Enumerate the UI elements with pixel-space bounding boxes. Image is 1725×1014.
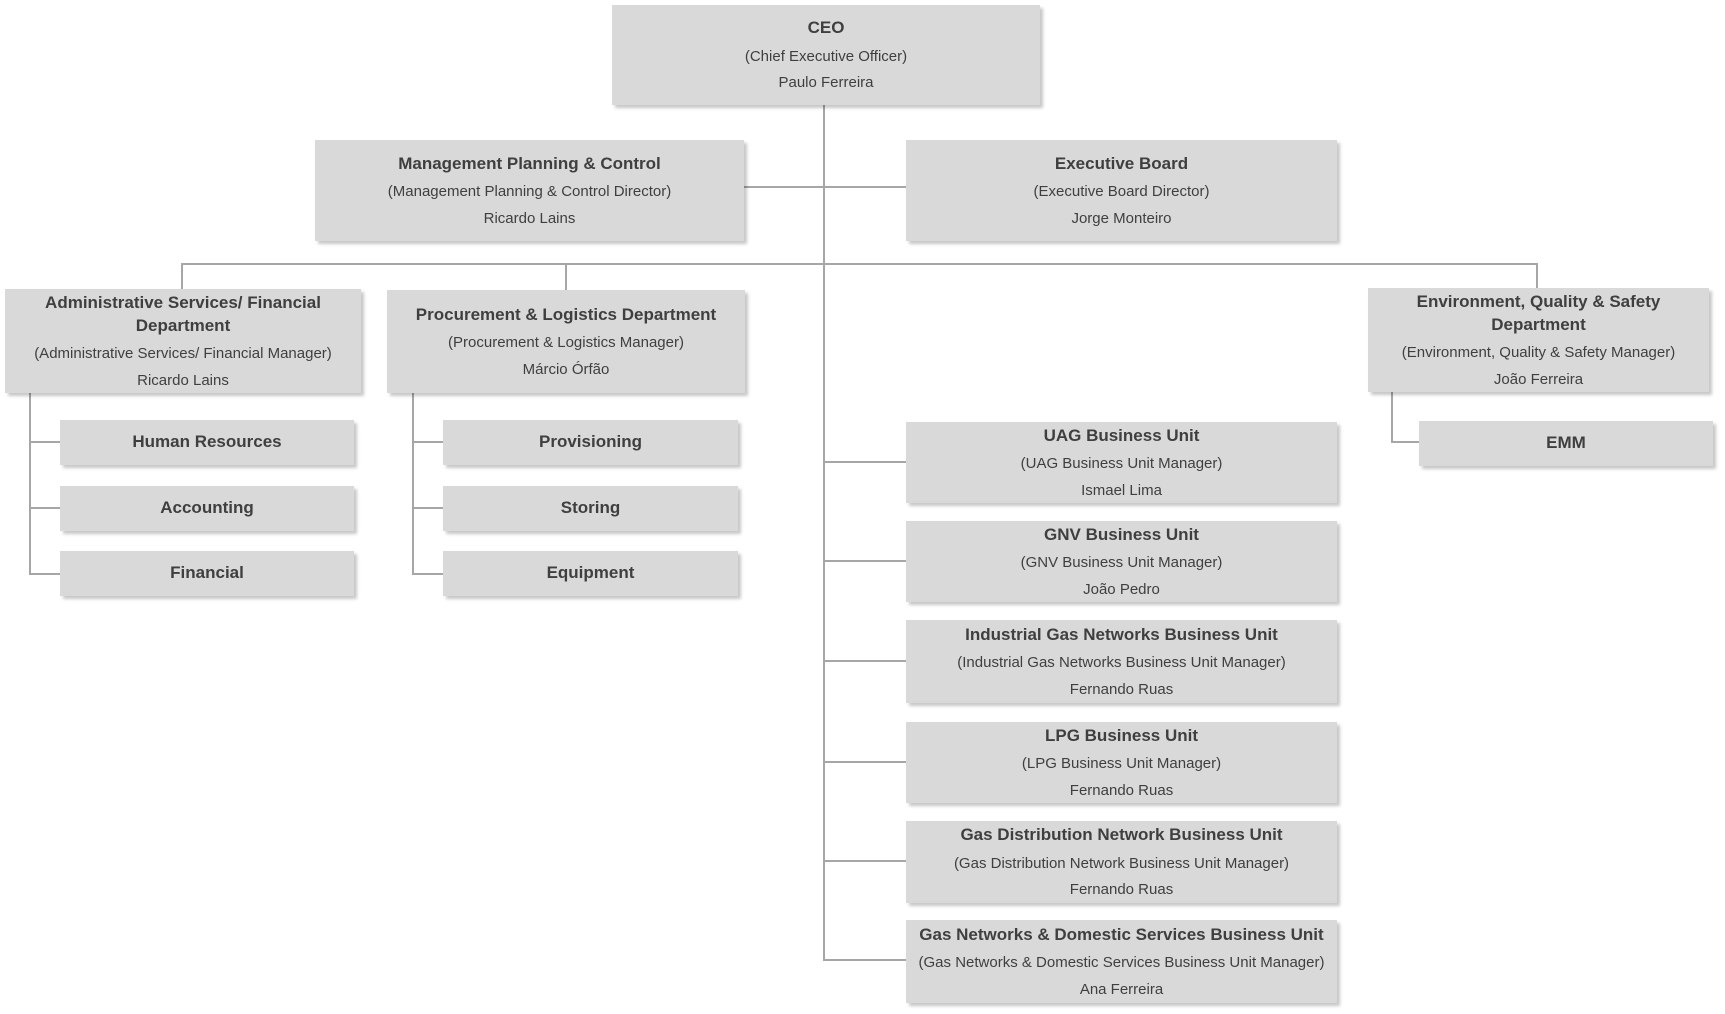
node-person: João Ferreira xyxy=(1493,370,1584,388)
node-title: Human Resources xyxy=(132,432,282,452)
node-role: (Industrial Gas Networks Business Unit M… xyxy=(957,654,1286,672)
node-title: Financial xyxy=(170,563,244,583)
node-person: Fernando Ruas xyxy=(1069,881,1174,899)
org-node-human-resources: Human Resources xyxy=(60,420,354,465)
node-role: (Gas Networks & Domestic Services Busine… xyxy=(918,954,1325,972)
org-node-financial: Financial xyxy=(60,551,354,596)
connector-drop-admin xyxy=(181,263,183,289)
connector-stub-gas-distribution xyxy=(824,860,906,862)
connector-stub-lpg xyxy=(824,761,906,763)
connector-stub-accounting xyxy=(29,507,60,509)
org-node-executive-board: Executive Board (Executive Board Directo… xyxy=(906,140,1337,241)
node-title: EMM xyxy=(1546,433,1586,453)
node-person: Jorge Monteiro xyxy=(1071,209,1172,227)
connector-departments-rail xyxy=(181,263,1538,265)
connector-stub-gnv xyxy=(824,560,906,562)
org-node-environment-quality-safety-department: Environment, Quality & Safety Department… xyxy=(1368,288,1709,392)
org-node-emm: EMM xyxy=(1419,421,1713,466)
org-node-ceo: CEO (Chief Executive Officer) Paulo Ferr… xyxy=(612,5,1040,105)
org-node-provisioning: Provisioning xyxy=(443,420,738,465)
node-title: CEO xyxy=(807,18,845,38)
node-person: Ana Ferreira xyxy=(1079,980,1164,998)
node-role: (Management Planning & Control Director) xyxy=(387,183,672,201)
node-role: (Gas Distribution Network Business Unit … xyxy=(953,854,1290,872)
node-person: Fernando Ruas xyxy=(1069,781,1174,799)
node-title: Procurement & Logistics Department xyxy=(415,304,717,324)
org-node-gnv-business-unit: GNV Business Unit (GNV Business Unit Man… xyxy=(906,521,1337,602)
node-title: Industrial Gas Networks Business Unit xyxy=(965,624,1278,644)
node-role: (Administrative Services/ Financial Mana… xyxy=(34,345,332,363)
node-person: Ricardo Lains xyxy=(483,209,576,227)
connector-directors-rail xyxy=(744,186,906,188)
node-person: Márcio Órfão xyxy=(522,360,610,378)
connector-stub-equipment xyxy=(412,573,443,575)
node-title: Gas Distribution Network Business Unit xyxy=(960,825,1283,845)
node-title: Gas Networks & Domestic Services Busines… xyxy=(919,924,1324,944)
connector-stub-uag xyxy=(824,461,906,463)
connector-drop-procurement xyxy=(565,263,567,290)
org-node-industrial-gas-networks-business-unit: Industrial Gas Networks Business Unit (I… xyxy=(906,620,1337,703)
node-title: Administrative Services/ Financial Depar… xyxy=(45,292,321,335)
connector-stub-emm xyxy=(1391,441,1419,443)
node-title: Storing xyxy=(560,498,621,518)
connector-stub-provisioning xyxy=(412,441,443,443)
node-role: (Executive Board Director) xyxy=(1033,183,1210,201)
node-person: Paulo Ferreira xyxy=(778,74,874,92)
node-role: (Environment, Quality & Safety Manager) xyxy=(1401,344,1676,362)
connector-drop-environment xyxy=(1536,263,1538,288)
node-person: Fernando Ruas xyxy=(1069,680,1174,698)
connector-ceo-spine xyxy=(823,105,825,961)
connector-stub-gas-networks-domestic xyxy=(824,959,906,961)
node-title: Equipment xyxy=(546,563,635,583)
node-person: Ismael Lima xyxy=(1081,481,1162,499)
connector-stub-storing xyxy=(412,507,443,509)
node-title: Executive Board xyxy=(1054,153,1189,173)
node-title: Environment, Quality & Safety Department xyxy=(1416,291,1661,334)
org-node-gas-networks-domestic-services-business-unit: Gas Networks & Domestic Services Busines… xyxy=(906,920,1337,1003)
node-title: GNV Business Unit xyxy=(1044,524,1199,544)
node-person: João Pedro xyxy=(1083,580,1160,598)
org-node-gas-distribution-network-business-unit: Gas Distribution Network Business Unit (… xyxy=(906,821,1337,903)
node-person: Ricardo Lains xyxy=(137,371,229,389)
org-node-equipment: Equipment xyxy=(443,551,738,596)
org-node-admin-financial-department: Administrative Services/ Financial Depar… xyxy=(5,289,361,393)
connector-stub-industrial-gas xyxy=(824,660,906,662)
org-node-lpg-business-unit: LPG Business Unit (LPG Business Unit Man… xyxy=(906,722,1337,803)
node-role: (Procurement & Logistics Manager) xyxy=(448,334,684,352)
node-role: (GNV Business Unit Manager) xyxy=(1020,554,1223,572)
node-title: UAG Business Unit xyxy=(1043,425,1200,445)
node-role: (Chief Executive Officer) xyxy=(744,47,908,65)
node-role: (LPG Business Unit Manager) xyxy=(1021,755,1222,773)
org-node-accounting: Accounting xyxy=(60,486,354,531)
connector-admin-children-trunk xyxy=(29,393,31,575)
org-node-management-planning-control: Management Planning & Control (Managemen… xyxy=(315,140,744,241)
org-node-procurement-logistics-department: Procurement & Logistics Department (Proc… xyxy=(387,290,745,393)
node-title: Management Planning & Control xyxy=(398,153,661,173)
org-node-storing: Storing xyxy=(443,486,738,531)
node-title: Provisioning xyxy=(539,432,642,452)
connector-stub-financial xyxy=(29,573,60,575)
node-role: (UAG Business Unit Manager) xyxy=(1020,455,1223,473)
connector-stub-human-resources xyxy=(29,441,60,443)
connector-env-children-trunk xyxy=(1391,392,1393,443)
node-title: Accounting xyxy=(160,498,254,518)
org-node-uag-business-unit: UAG Business Unit (UAG Business Unit Man… xyxy=(906,422,1337,503)
connector-proc-children-trunk xyxy=(412,393,414,575)
node-title: LPG Business Unit xyxy=(1044,725,1199,745)
